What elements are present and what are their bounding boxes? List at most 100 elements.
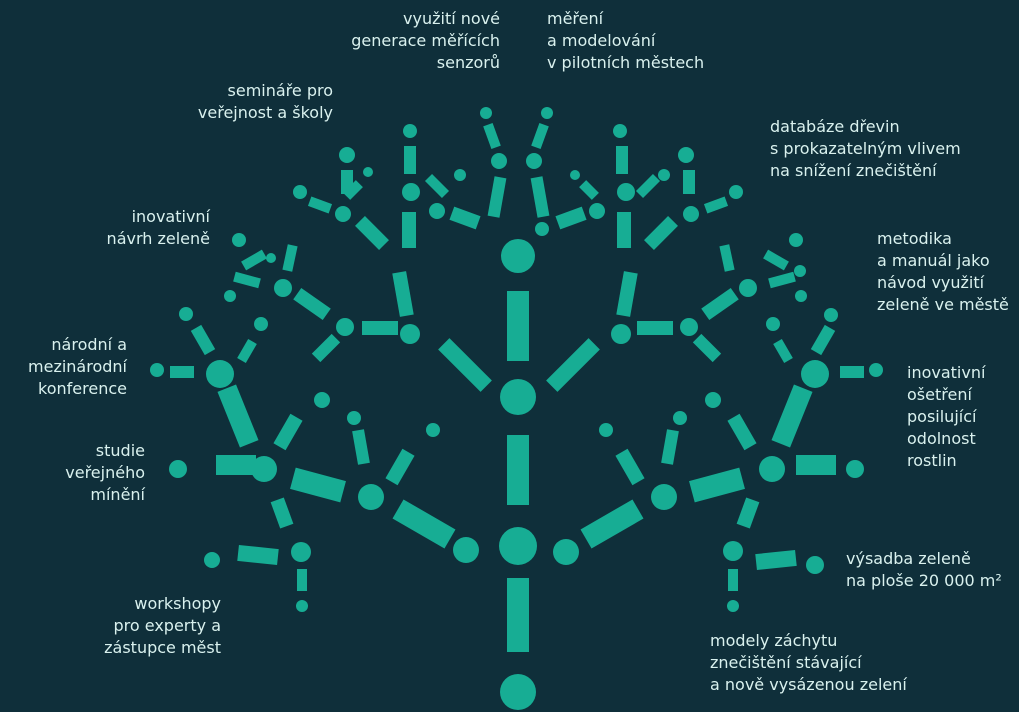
tree-node-33 xyxy=(794,265,806,277)
tree-branch-37 xyxy=(362,321,398,335)
tree-node-43 xyxy=(599,423,613,437)
tree-node-28 xyxy=(274,279,292,297)
label-vysadba: výsadba zeleně na ploše 20 000 m² xyxy=(846,549,1002,590)
tree-node-60 xyxy=(491,153,507,169)
tree-branch-20 xyxy=(661,429,679,465)
tree-node-35 xyxy=(680,318,698,336)
tree-branch-46 xyxy=(644,216,678,250)
label-mereni: měření a modelování v pilotních městech xyxy=(547,9,705,72)
tree-node-40 xyxy=(347,411,361,425)
tree-branch-43 xyxy=(438,338,492,392)
tree-branch-13 xyxy=(297,569,307,591)
tree-node-20 xyxy=(150,363,164,377)
tree-branch-21 xyxy=(385,448,415,486)
tree-branch-1 xyxy=(507,435,529,505)
tree-branch-42 xyxy=(692,333,722,363)
tree-branch-45 xyxy=(355,216,389,250)
tree-node-2 xyxy=(500,379,536,415)
tree-branch-29 xyxy=(233,271,261,289)
tree-node-31 xyxy=(789,233,803,247)
tree-branch-18 xyxy=(727,413,757,451)
tree-branch-24 xyxy=(840,366,864,378)
tree-node-25 xyxy=(795,290,807,302)
tree-node-38 xyxy=(314,392,330,408)
tree-node-37 xyxy=(611,324,631,344)
tree-node-61 xyxy=(526,153,542,169)
tree-branch-23 xyxy=(170,366,194,378)
tree-node-36 xyxy=(400,324,420,344)
tree-node-64 xyxy=(535,222,549,236)
tree-node-52 xyxy=(402,183,420,201)
tree-branch-15 xyxy=(217,384,259,448)
tree-node-26 xyxy=(254,317,268,331)
tree-branch-8 xyxy=(796,455,836,475)
tree-branch-35 xyxy=(293,287,331,321)
tree-branch-0 xyxy=(507,578,529,652)
tree-node-47 xyxy=(729,185,743,199)
tree-branch-16 xyxy=(771,384,813,448)
tree-node-49 xyxy=(570,170,580,180)
tree-branch-64 xyxy=(531,123,549,149)
tree-branch-3 xyxy=(392,499,456,549)
tree-branch-31 xyxy=(241,249,267,271)
label-workshopy: workshopy pro experty a zástupce měst xyxy=(104,594,221,657)
tree-branch-6 xyxy=(689,467,745,503)
tree-branch-19 xyxy=(352,429,370,465)
tree-node-45 xyxy=(678,147,694,163)
tree-node-59 xyxy=(658,169,670,181)
tree-branch-26 xyxy=(810,324,836,356)
tree-node-53 xyxy=(617,183,635,201)
tree-node-18 xyxy=(206,360,234,388)
tree-branch-55 xyxy=(404,146,416,174)
tree-node-7 xyxy=(651,484,677,510)
tree-branch-40 xyxy=(616,271,638,317)
label-osetreni: inovativní ošetření posilující odolnost … xyxy=(907,363,986,470)
tree-node-9 xyxy=(723,541,743,561)
tree-branch-7 xyxy=(216,455,256,475)
tree-branch-61 xyxy=(487,176,507,218)
tree-node-42 xyxy=(426,423,440,437)
label-seminare: semináře pro veřejnost a školy xyxy=(197,81,333,122)
tree-node-6 xyxy=(358,484,384,510)
tree-branch-22 xyxy=(615,448,645,486)
tree-node-63 xyxy=(541,107,553,119)
tree-node-12 xyxy=(204,552,220,568)
tree-branch-62 xyxy=(530,176,550,218)
tree-branch-11 xyxy=(270,497,294,529)
tree-node-56 xyxy=(429,203,445,219)
tree-node-51 xyxy=(683,206,699,222)
tree-node-14 xyxy=(169,460,187,478)
tree-branch-25 xyxy=(190,324,216,356)
tree-node-58 xyxy=(454,169,466,181)
tree-node-0 xyxy=(500,674,536,710)
tree-node-23 xyxy=(824,308,838,322)
tree-branch-63 xyxy=(483,123,501,149)
tree-node-32 xyxy=(266,253,276,263)
tree-node-16 xyxy=(296,600,308,612)
tree-branch-2 xyxy=(507,291,529,361)
tree-node-50 xyxy=(335,206,351,222)
tree-node-34 xyxy=(336,318,354,336)
tree-node-1 xyxy=(499,527,537,565)
tree-node-30 xyxy=(232,233,246,247)
tree-branch-30 xyxy=(768,271,796,289)
tree-branch-9 xyxy=(237,544,279,566)
tree-branch-50 xyxy=(683,170,695,194)
tree-branch-38 xyxy=(637,321,673,335)
label-databaze: databáze dřevin s prokazatelným vlivem n… xyxy=(770,117,961,180)
tree-branch-47 xyxy=(402,212,416,248)
tree-node-24 xyxy=(224,290,236,302)
tree-branch-14 xyxy=(728,569,738,591)
label-konference: národní a mezinárodní konference xyxy=(28,335,127,398)
tree-branch-33 xyxy=(282,244,298,272)
tree-branch-5 xyxy=(290,467,346,503)
label-senzory: využití nové generace měřících senzorů xyxy=(351,9,500,72)
tree-branch-53 xyxy=(343,180,363,200)
tree-branch-51 xyxy=(307,196,333,214)
tree-node-39 xyxy=(705,392,721,408)
tree-branch-39 xyxy=(392,271,414,317)
tree-branch-36 xyxy=(701,287,739,321)
tree-branch-41 xyxy=(311,333,341,363)
tree-branch-27 xyxy=(237,338,257,364)
